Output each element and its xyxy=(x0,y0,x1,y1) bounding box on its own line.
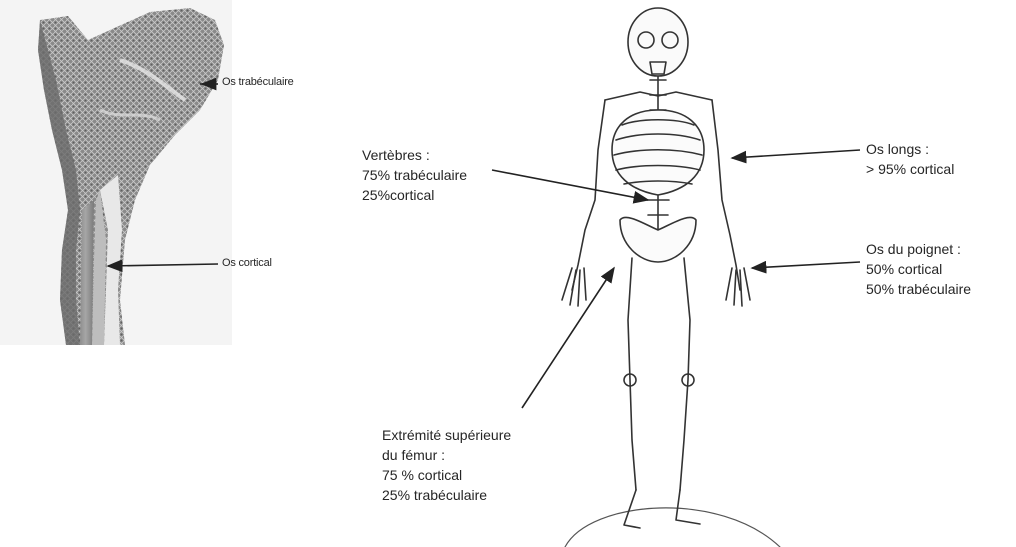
annotation-femur-superieur: Extrémité supérieure du fémur : 75 % cor… xyxy=(382,425,511,505)
arrow-vertebres xyxy=(492,170,648,200)
femur-sup-cortical: 75 % cortical xyxy=(382,465,511,485)
os-longs-title: Os longs : xyxy=(866,139,954,159)
femur-sup-trabecular: 25% trabéculaire xyxy=(382,485,511,505)
vertebres-cortical: 25%cortical xyxy=(362,185,467,205)
femur-sup-title-2: du fémur : xyxy=(382,445,511,465)
annotation-poignet: Os du poignet : 50% cortical 50% trabécu… xyxy=(866,239,971,299)
arrow-femur-sup xyxy=(522,268,614,408)
poignet-cortical: 50% cortical xyxy=(866,259,971,279)
poignet-trabecular: 50% trabéculaire xyxy=(866,279,971,299)
annotation-os-longs: Os longs : > 95% cortical xyxy=(866,139,954,179)
os-longs-cortical: > 95% cortical xyxy=(866,159,954,179)
arrow-os-longs xyxy=(732,150,860,158)
label-os-cortical: Os cortical xyxy=(222,257,272,269)
label-os-trabeculaire: Os trabéculaire xyxy=(222,76,294,88)
annotation-vertebres: Vertèbres : 75% trabéculaire 25%cortical xyxy=(362,145,467,205)
vertebres-title: Vertèbres : xyxy=(362,145,467,165)
arrow-poignet xyxy=(752,262,860,268)
vertebres-trabecular: 75% trabéculaire xyxy=(362,165,467,185)
femur-sup-title-1: Extrémité supérieure xyxy=(382,425,511,445)
poignet-title: Os du poignet : xyxy=(866,239,971,259)
arrow-cortical xyxy=(108,264,218,266)
